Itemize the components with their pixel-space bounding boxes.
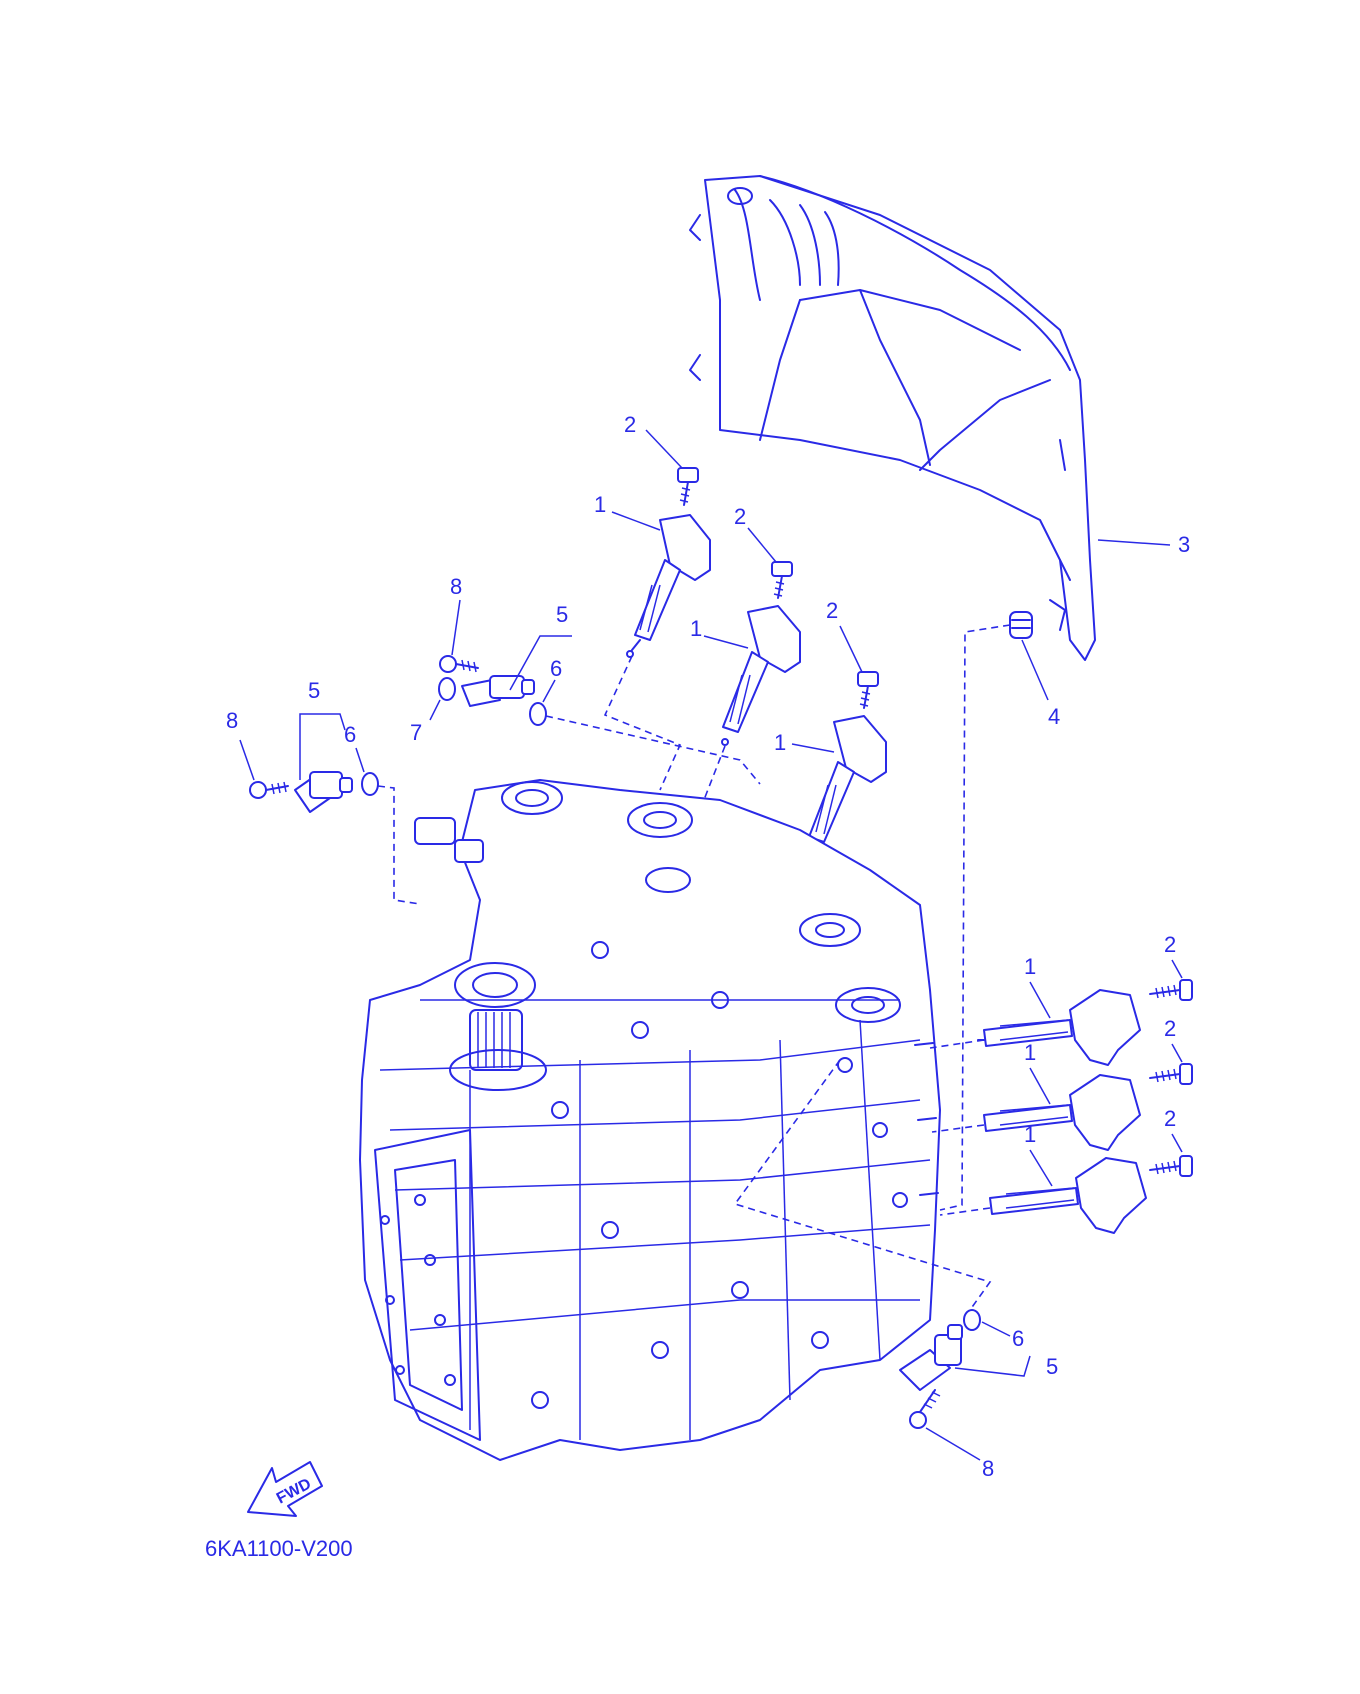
engine-block	[359, 779, 941, 1461]
callout-5-a: 5	[556, 602, 568, 627]
callout-2-a: 2	[624, 412, 636, 437]
coil-bolt-top-3	[857, 671, 879, 709]
grommet-part-4	[1009, 611, 1033, 639]
cover-part-3	[689, 175, 1096, 661]
callout-2-e: 2	[1164, 1016, 1176, 1041]
o-ring-lower-part-6	[963, 1309, 981, 1331]
sensor-bolt-lower-part-8	[909, 1389, 941, 1429]
coil-bolt-right-3	[1149, 1155, 1193, 1177]
ignition-coil-top-2	[721, 605, 801, 746]
callout-1-c: 1	[774, 730, 786, 755]
ignition-coil-top-3	[808, 715, 887, 856]
ignition-coil-right-3	[989, 1157, 1147, 1234]
callout-6-c: 6	[1012, 1326, 1024, 1351]
callout-5-b: 5	[308, 678, 320, 703]
fwd-arrow-icon: FWD	[247, 1461, 323, 1517]
callout-2-b: 2	[734, 504, 746, 529]
o-ring-left-part-6	[361, 772, 379, 796]
sensor-upper-part-5	[461, 675, 535, 707]
o-ring-part-7	[438, 677, 456, 701]
part-code: 6KA1100-V200	[205, 1536, 353, 1561]
callout-7: 7	[410, 720, 422, 745]
callout-2-d: 2	[1164, 932, 1176, 957]
callout-1-f: 1	[1024, 1122, 1036, 1147]
callout-2-f: 2	[1164, 1106, 1176, 1131]
ignition-coil-right-2	[983, 1074, 1141, 1151]
sensor-left-part-5	[294, 771, 353, 813]
coil-bolt-top-1	[677, 467, 699, 506]
callout-1-b: 1	[690, 616, 702, 641]
callout-8-a: 8	[450, 574, 462, 599]
callout-1-d: 1	[1024, 954, 1036, 979]
callout-4: 4	[1048, 704, 1060, 729]
callout-1-a: 1	[594, 492, 606, 517]
callout-2-c: 2	[826, 598, 838, 623]
coil-bolt-top-2	[771, 561, 793, 599]
callout-6-b: 6	[344, 722, 356, 747]
coil-bolt-right-1	[1149, 979, 1193, 1001]
o-ring-upper-part-6	[529, 702, 547, 726]
sensor-bolt-left-part-8	[249, 781, 289, 799]
callout-5-c: 5	[1046, 1354, 1058, 1379]
callout-1-e: 1	[1024, 1040, 1036, 1065]
callout-8-c: 8	[982, 1456, 994, 1481]
ignition-coil-top-1	[626, 514, 711, 658]
sensor-lower-part-5	[899, 1324, 963, 1391]
ignition-coil-right-1	[977, 989, 1141, 1066]
callout-8-b: 8	[226, 708, 238, 733]
callout-3: 3	[1178, 532, 1190, 557]
coil-bolt-right-2	[1149, 1063, 1193, 1085]
sensor-bolt-upper-part-8	[439, 655, 479, 673]
callout-6-a: 6	[550, 656, 562, 681]
